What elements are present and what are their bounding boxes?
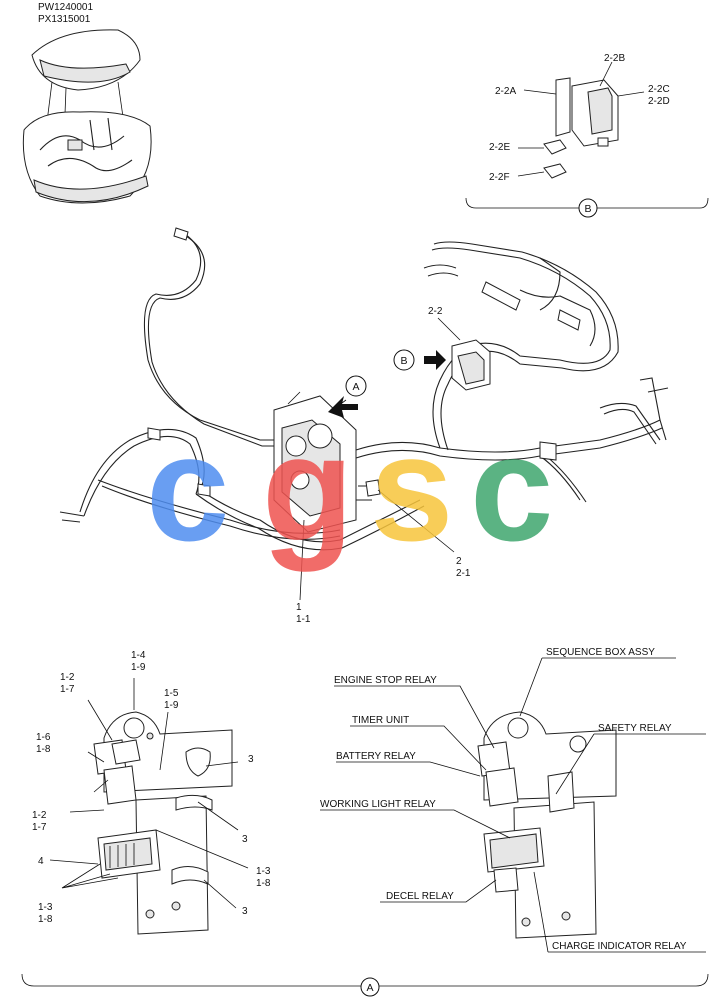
detail-a-pointer-marker — [345, 375, 367, 397]
label-2-1: 2-1 — [456, 568, 471, 579]
main-wiring-harness: A B 2-2 2 2-1 1 1-1 — [59, 227, 669, 625]
label-3-mid: 3 — [242, 834, 248, 845]
label-safety-relay: SAFETY RELAY — [598, 723, 672, 734]
watermark-letter-1: c — [146, 404, 229, 572]
label-1-3-bottom: 1-3 — [38, 902, 53, 913]
label-1: 1 — [296, 602, 302, 613]
label-1-9: 1-9 — [131, 662, 146, 673]
label-1-1: 1-1 — [296, 614, 311, 625]
label-timer-unit: TIMER UNIT — [352, 715, 409, 726]
detail-b-pointer-marker — [393, 349, 415, 371]
label-2-2: 2-2 — [428, 306, 443, 317]
label-2-2C: 2-2C — [648, 84, 670, 95]
watermark-letter-2: g — [262, 404, 354, 572]
label-1-8-bottom: 1-8 — [38, 914, 53, 925]
detail-a-left-view: 1-4 1-9 1-2 1-7 1-5 1-9 1-6 1-8 3 1-2 1-… — [32, 650, 271, 935]
header-code-2: PX1315001 — [38, 14, 91, 25]
label-1-2-mid: 1-2 — [32, 810, 47, 821]
label-3-bottom: 3 — [242, 906, 248, 917]
arrow-b-icon — [424, 350, 446, 370]
label-2: 2 — [456, 556, 462, 567]
detail-b-pointer-text: B — [400, 355, 407, 367]
label-1-8-top: 1-8 — [36, 744, 51, 755]
label-2-2E: 2-2E — [489, 142, 510, 153]
detail-b-view: 2-2A 2-2B 2-2C 2-2D 2-2E 2-2F B — [465, 53, 709, 218]
arrow-a-icon — [328, 396, 358, 418]
detail-a-right-view: SEQUENCE BOX ASSY ENGINE STOP RELAY TIME… — [320, 647, 706, 953]
label-working-light-relay: WORKING LIGHT RELAY — [320, 799, 436, 810]
label-3-top: 3 — [248, 754, 254, 765]
label-engine-stop-relay: ENGINE STOP RELAY — [334, 675, 437, 686]
label-1-7-top: 1-7 — [60, 684, 75, 695]
watermark: c g s c — [146, 404, 553, 572]
detail-a-marker-text: A — [366, 982, 373, 994]
label-1-5: 1-5 — [164, 688, 179, 699]
detail-b-marker — [578, 198, 598, 218]
label-battery-relay: BATTERY RELAY — [336, 751, 416, 762]
label-1-2-top: 1-2 — [60, 672, 75, 683]
label-decel-relay: DECEL RELAY — [386, 891, 454, 902]
watermark-letter-4: c — [470, 404, 553, 572]
label-2-2A: 2-2A — [495, 86, 516, 97]
label-1-9-b: 1-9 — [164, 700, 179, 711]
machine-thumbnail — [22, 29, 152, 204]
label-charge-indicator-relay: CHARGE INDICATOR RELAY — [552, 941, 687, 952]
label-1-3-right: 1-3 — [256, 866, 271, 877]
label-4: 4 — [38, 856, 44, 867]
label-2-2D: 2-2D — [648, 96, 670, 107]
detail-a-pointer-text: A — [352, 381, 359, 393]
label-1-8-right: 1-8 — [256, 878, 271, 889]
detail-a-marker — [360, 977, 380, 997]
label-1-4: 1-4 — [131, 650, 146, 661]
label-sequence-box-assy: SEQUENCE BOX ASSY — [546, 647, 655, 658]
label-1-6: 1-6 — [36, 732, 51, 743]
watermark-letter-3: s — [370, 404, 453, 572]
detail-b-marker-text: B — [584, 203, 591, 215]
label-2-2F: 2-2F — [489, 172, 510, 183]
label-1-7-mid: 1-7 — [32, 822, 47, 833]
label-2-2B: 2-2B — [604, 53, 625, 64]
header-code-1: PW1240001 — [38, 2, 93, 13]
